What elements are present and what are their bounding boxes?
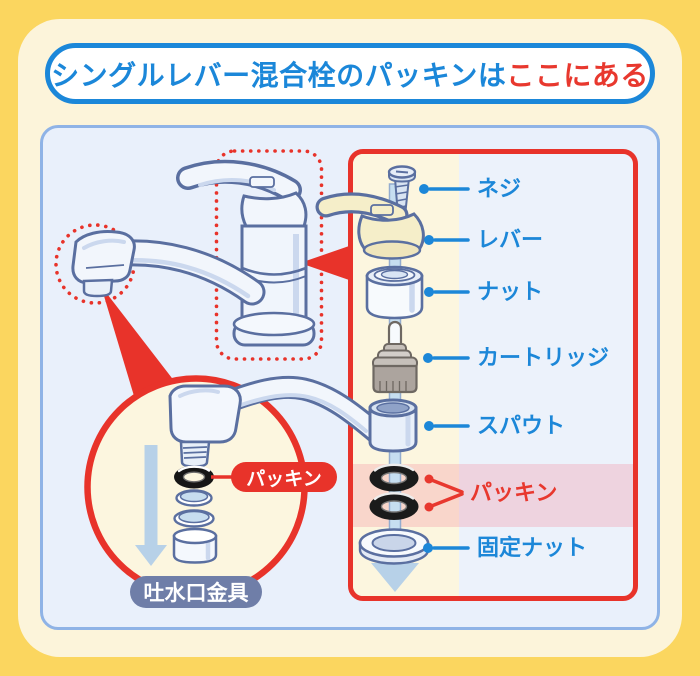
parts-column-background [353,154,459,596]
part-label-fixing-nut: 固定ナット [477,535,588,560]
part-label-packing: パッキン [470,480,558,505]
part-label-nut: ナット [477,279,544,304]
page-title-main: シングルレバー混合栓のパッキンは [51,59,507,91]
part-label-lever: レバー [477,227,544,252]
part-label-spout: スパウト [477,413,566,438]
part-label-cartridge: カートリッジ [477,345,610,370]
part-label-screw: ネジ [477,176,522,201]
page-title-highlight: ここにある [506,59,649,91]
page-title: シングルレバー混合栓のパッキンはここにある [45,43,655,104]
packing-callout-badge: パッキン [231,462,337,492]
spout-fitting-badge: 吐水口金具 [130,576,262,608]
